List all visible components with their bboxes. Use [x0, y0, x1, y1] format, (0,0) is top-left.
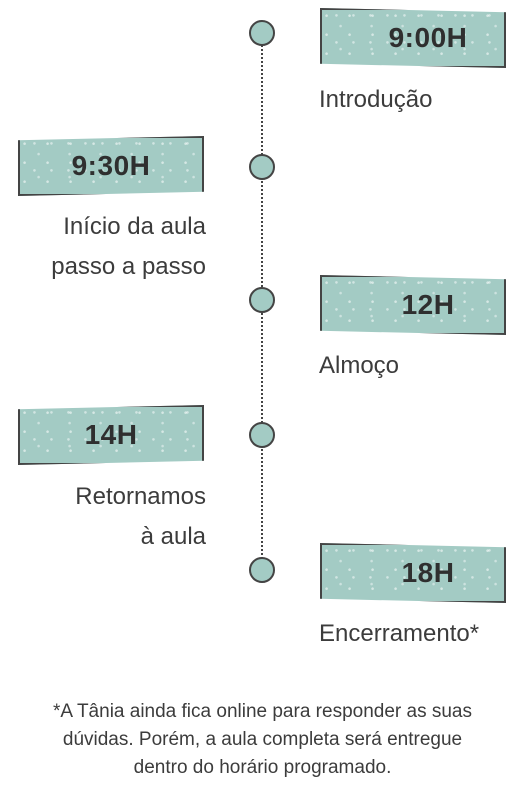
event-label-line: Encerramento* [319, 620, 480, 647]
event-label: Início da aula passo a passo [0, 207, 206, 287]
time-text: 12H [401, 289, 455, 320]
timeline-dot [249, 20, 275, 46]
event-label: Almoço [319, 346, 399, 386]
footnote-line: dúvidas. Porém, a aula completa será ent… [62, 729, 463, 750]
event-label-line: Retornamos [75, 483, 206, 510]
event-label: Introdução [319, 80, 432, 120]
timeline-dot [249, 287, 275, 313]
event-label-line: Almoço [319, 352, 400, 379]
time-badge: 12H [320, 275, 506, 335]
footnote-line: *A Tânia ainda fica online para responde… [53, 701, 472, 722]
time-badge: 9:30H [18, 136, 204, 196]
footnote-line: dentro do horário programado. [133, 757, 392, 778]
event-label-line: Introdução [319, 86, 433, 113]
timeline-dot [249, 154, 275, 180]
time-badge: 14H [18, 405, 204, 465]
time-text: 9:00H [388, 22, 468, 53]
time-text: 9:30H [71, 150, 151, 181]
event-label-line: Início da aula [63, 213, 206, 240]
time-text: 18H [401, 557, 455, 588]
timeline-dot [249, 422, 275, 448]
event-label-line: à aula [140, 523, 206, 550]
time-badge: 18H [320, 543, 506, 603]
event-label: Retornamos à aula [0, 477, 206, 557]
time-badge: 9:00H [320, 8, 506, 68]
event-label-line: passo a passo [51, 253, 206, 280]
footnote: *A Tânia ainda fica online para responde… [0, 698, 525, 782]
time-text: 14H [84, 419, 138, 450]
event-label: Encerramento* [319, 614, 479, 654]
timeline-dot [249, 557, 275, 583]
